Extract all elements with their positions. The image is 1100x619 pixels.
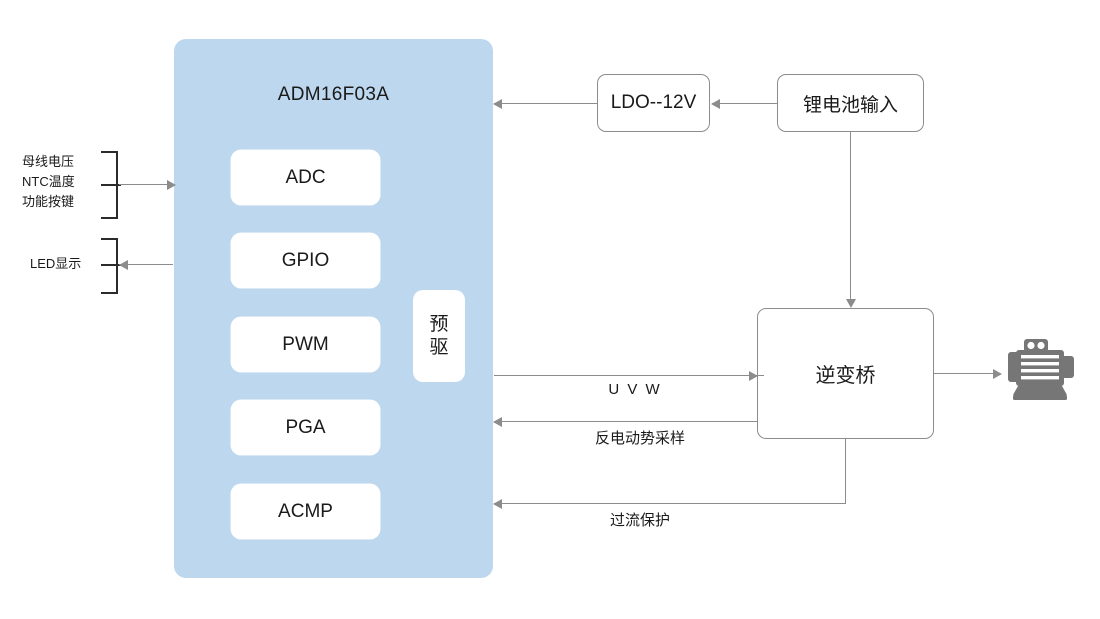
inverter-bridge-label: 逆变桥 [815, 365, 876, 387]
module-label-gpio: GPIO [281, 249, 330, 271]
ldo-label: LDO--12V [610, 92, 697, 113]
module-box-adc[interactable]: ADC [231, 150, 380, 205]
led-display-bracket-stub [101, 264, 121, 266]
led-display-label: LED显示 [30, 256, 82, 271]
sensor-input-label-ntc-temp: NTC温度 [22, 174, 75, 190]
mcu-title: ADM16F03A [277, 84, 390, 105]
uvw-label: U V W [608, 381, 662, 398]
inverter-to-motor-line [934, 373, 996, 375]
ldo-to-mcu-arrowhead-icon [493, 99, 502, 109]
module-box-predriver[interactable]: 预 驱 [413, 290, 465, 382]
ocp-arrowhead-icon [493, 499, 502, 509]
sensor-input-line [119, 184, 173, 186]
module-label-pga: PGA [285, 416, 326, 438]
sensor-input-label-bus-voltage: 母线电压 [22, 154, 75, 169]
motor-icon [1004, 337, 1078, 403]
battery-to-inverter-line [850, 132, 852, 300]
module-label-acmp: ACMP [278, 500, 333, 522]
led-display-labels: LED显示 [30, 254, 81, 274]
ldo-to-mcu-line [494, 103, 597, 105]
uvw-line [494, 375, 764, 377]
module-box-gpio[interactable]: GPIO [231, 233, 380, 288]
ocp-line-horizontal [494, 503, 846, 505]
bemf-line [494, 421, 758, 423]
predriver-label-line1: 预 [429, 313, 449, 335]
inverter-to-motor-arrowhead-icon [993, 369, 1002, 379]
led-display-bracket [101, 238, 118, 294]
ocp-line-vertical [845, 439, 847, 504]
sensor-input-arrowhead-icon [167, 180, 176, 190]
battery-to-ldo-line [712, 103, 777, 105]
battery-to-ldo-arrowhead-icon [711, 99, 720, 109]
inverter-bridge-box[interactable]: 逆变桥 [757, 308, 934, 439]
battery-to-inverter-arrowhead-icon [846, 299, 856, 308]
module-box-acmp[interactable]: ACMP [231, 484, 380, 539]
battery-input-box[interactable]: 锂电池输入 [777, 74, 924, 132]
uvw-arrowhead-icon [749, 371, 758, 381]
predriver-label-line2: 驱 [429, 337, 449, 358]
led-display-line [119, 264, 173, 266]
module-label-pwm: PWM [282, 333, 329, 355]
ldo-box[interactable]: LDO--12V [597, 74, 710, 132]
module-label-adc: ADC [285, 166, 326, 188]
sensor-input-label-function-key: 功能按键 [22, 194, 75, 210]
module-box-pwm[interactable]: PWM [231, 317, 380, 372]
sensor-input-labels: 母线电压 NTC温度 功能按键 [22, 152, 75, 212]
sensor-input-bracket-stub [101, 184, 121, 186]
bemf-arrowhead-icon [493, 417, 502, 427]
ocp-label: 过流保护 [609, 512, 670, 529]
battery-input-label: 锂电池输入 [802, 94, 898, 116]
bemf-label: 反电动势采样 [594, 430, 685, 447]
led-display-arrowhead-icon [119, 260, 128, 270]
module-box-pga[interactable]: PGA [231, 400, 380, 455]
